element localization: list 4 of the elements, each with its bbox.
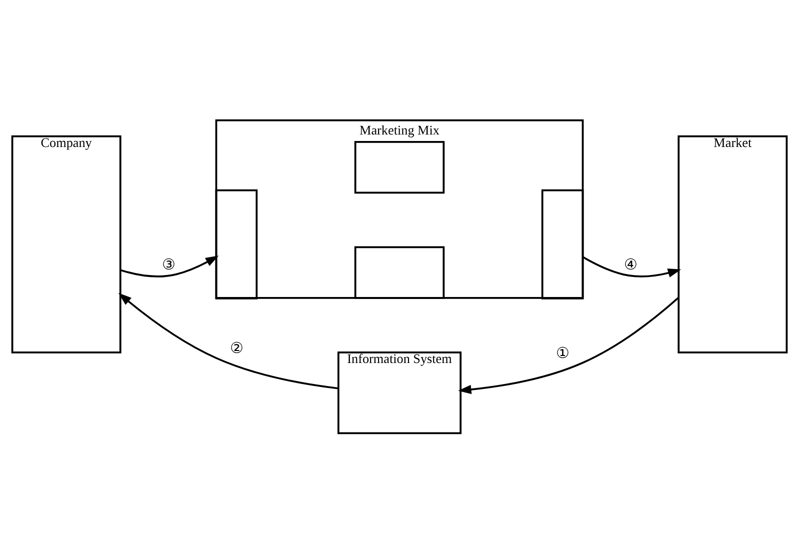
edge-label: ③ [162,258,175,274]
edge-label: ② [230,341,243,358]
edge-label: ① [556,346,570,362]
edge-label: ④ [624,258,638,274]
